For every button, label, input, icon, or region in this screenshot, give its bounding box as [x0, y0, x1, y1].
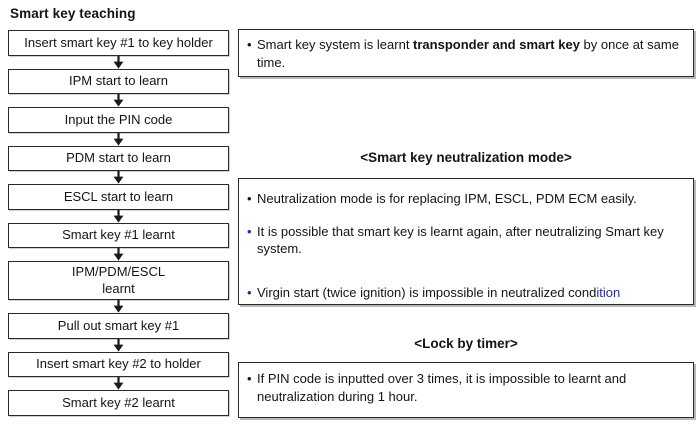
- down-arrow-icon: [8, 132, 229, 146]
- note-item: • If PIN code is inputted over 3 times, …: [247, 370, 683, 405]
- down-arrow-icon: [8, 94, 229, 107]
- bullet-icon: •: [247, 37, 252, 52]
- down-arrow-icon: [8, 171, 229, 184]
- flow-step-input-pin: Input the PIN code: [8, 107, 229, 133]
- down-arrow-icon: [8, 377, 229, 390]
- down-arrow-icon: [8, 55, 229, 69]
- flow-step-label: IPM/PDM/ESCL learnt: [71, 264, 166, 296]
- flowchart: Insert smart key #1 to key holder IPM st…: [8, 30, 229, 416]
- note-item: • It is possible that smart key is learn…: [247, 223, 681, 258]
- flow-step-label: Pull out smart key #1: [57, 317, 180, 333]
- note-text: Smart key system is learnt transponder a…: [257, 37, 679, 70]
- note-item: • Smart key system is learnt transponder…: [247, 36, 683, 71]
- flow-step-label: PDM start to learn: [66, 150, 171, 165]
- flow-step-insert-key1: Insert smart key #1 to key holder: [8, 30, 229, 56]
- bullet-icon: •: [247, 191, 252, 206]
- flow-step-insert-key2: Insert smart key #2 to holder: [8, 351, 229, 377]
- flow-step-ipm-learn: IPM start to learn: [8, 68, 229, 94]
- flow-step-key1-learnt: Smart key #1 learnt: [8, 222, 229, 248]
- bullet-icon: •: [247, 284, 252, 300]
- note-smart-key-system: • Smart key system is learnt transponder…: [238, 29, 694, 77]
- bullet-icon: •: [247, 223, 252, 239]
- flow-step-label: Smart key #1 learnt: [62, 227, 175, 242]
- bullet-icon: •: [247, 371, 252, 386]
- flow-step-label: IPM start to learn: [69, 73, 168, 88]
- note-text: It is possible that smart key is learnt …: [257, 223, 664, 257]
- note-text: If PIN code is inputted over 3 times, it…: [257, 371, 627, 404]
- flow-step-ecus-learnt: IPM/PDM/ESCL learnt: [8, 261, 229, 300]
- down-arrow-icon: [8, 338, 229, 352]
- note-text: Virgin start (twice ignition) is impossi…: [257, 284, 621, 300]
- lock-by-timer-heading: <Lock by timer>: [414, 336, 518, 351]
- down-arrow-icon: [8, 209, 229, 223]
- down-arrow-icon: [8, 300, 229, 313]
- page-title: Smart key teaching: [10, 6, 136, 21]
- flow-step-pdm-learn: PDM start to learn: [8, 145, 229, 171]
- note-item: • Virgin start (twice ignition) is impos…: [247, 284, 681, 302]
- flow-step-label: Insert smart key #2 to holder: [36, 356, 201, 371]
- down-arrow-icon: [8, 248, 229, 261]
- note-text: Neutralization mode is for replacing IPM…: [257, 191, 637, 206]
- flow-step-pullout-key1: Pull out smart key #1: [8, 313, 229, 339]
- flow-step-key2-learnt: Smart key #2 learnt: [8, 390, 229, 416]
- neutralization-mode-heading: <Smart key neutralization mode>: [360, 150, 572, 165]
- flow-step-label: Insert smart key #1 to key holder: [24, 34, 213, 50]
- note-neutralization-mode: • Neutralization mode is for replacing I…: [238, 178, 694, 305]
- note-item: • Neutralization mode is for replacing I…: [247, 190, 681, 208]
- flow-step-label: Smart key #2 learnt: [62, 394, 175, 410]
- flow-step-label: Input the PIN code: [64, 111, 173, 127]
- flow-step-label: ESCL start to learn: [63, 188, 174, 204]
- flow-step-escl-learn: ESCL start to learn: [8, 184, 229, 210]
- note-lock-by-timer: • If PIN code is inputted over 3 times, …: [238, 362, 694, 418]
